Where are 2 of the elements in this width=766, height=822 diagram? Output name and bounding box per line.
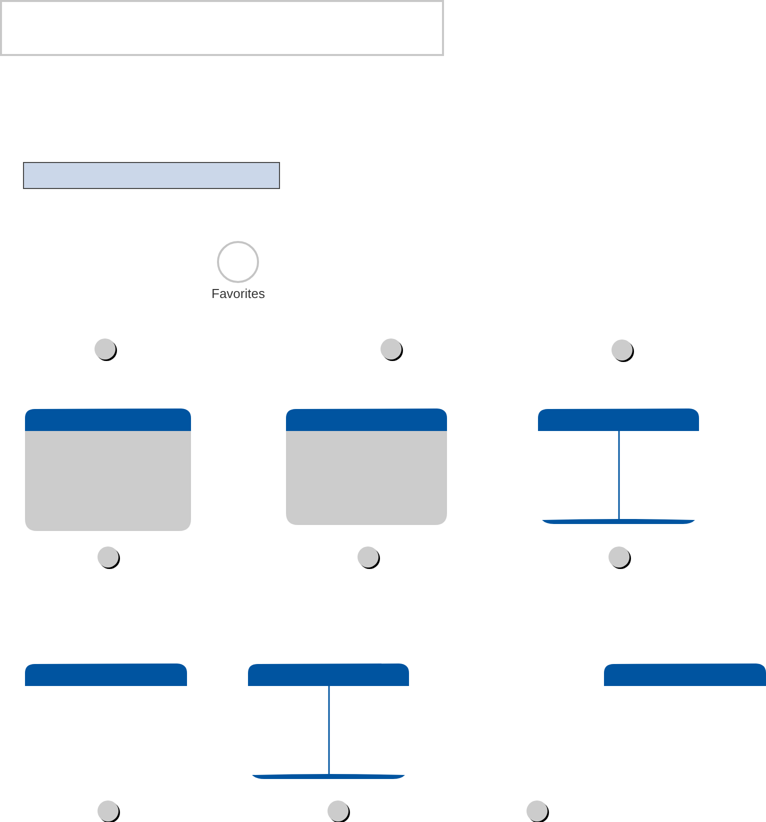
icon-label: Favorites (212, 286, 265, 301)
heading-bar (23, 162, 280, 189)
